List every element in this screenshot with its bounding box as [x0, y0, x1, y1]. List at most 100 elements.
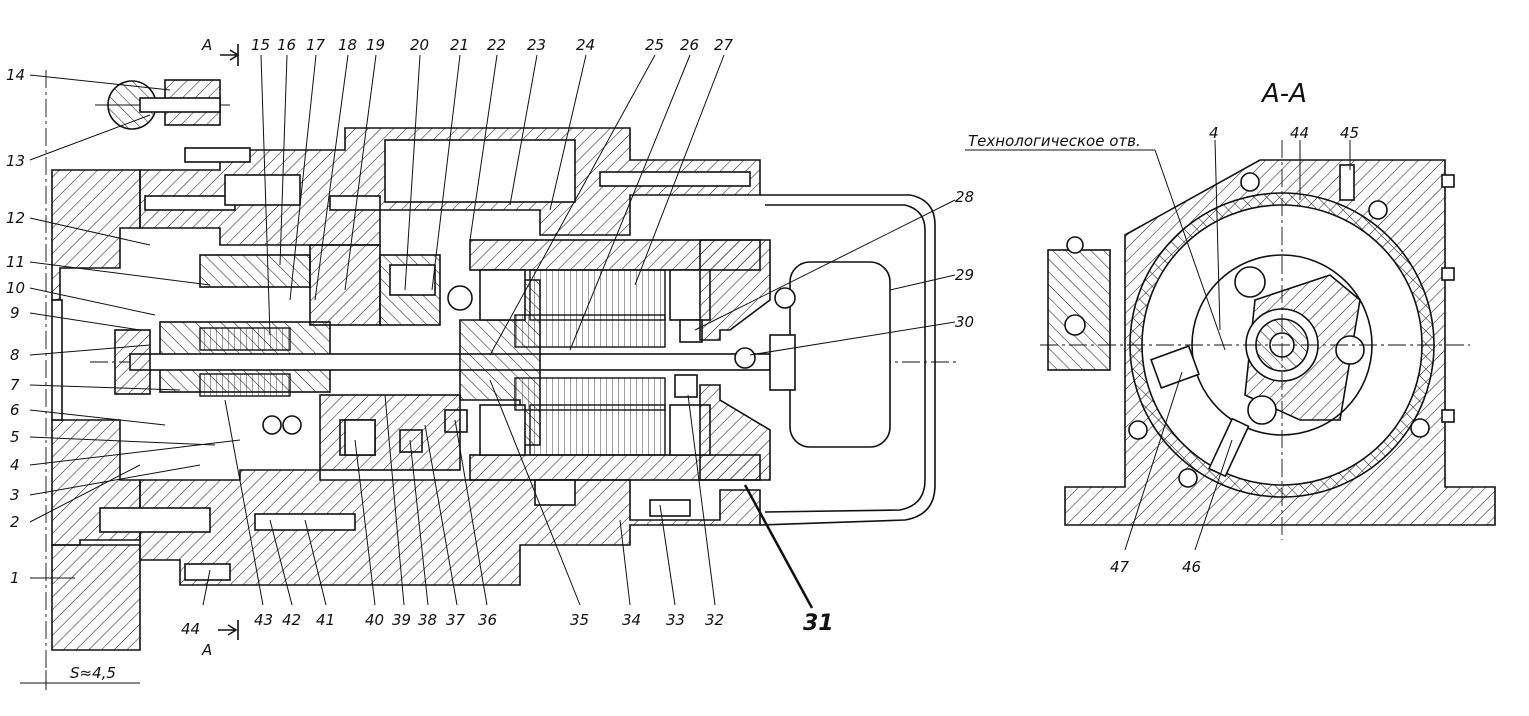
shaft-nut — [114, 329, 151, 395]
label-9: 9 — [10, 304, 20, 322]
pin-mid — [144, 195, 236, 211]
bolt-bottom-left — [99, 507, 211, 533]
fan-hub — [769, 334, 796, 391]
right-leaders — [694, 199, 956, 609]
bearing-upper-1 — [224, 174, 301, 206]
stator-upper — [529, 269, 666, 321]
section-label-47: 47 — [1110, 558, 1130, 576]
end-shield — [699, 239, 771, 341]
screw-right-1 — [1441, 174, 1455, 188]
left-leaders — [29, 74, 241, 579]
ball-lower-2 — [282, 415, 302, 435]
label-6: 6 — [10, 401, 20, 419]
lower-window — [534, 479, 576, 506]
top-leaders — [260, 54, 725, 356]
pin-right — [329, 195, 381, 211]
section-label-45: 45 — [1340, 124, 1359, 142]
label-39: 39 — [392, 611, 411, 629]
section-mark-top — [220, 44, 240, 66]
section-label-46: 46 — [1182, 558, 1201, 576]
bolt-bottom-right — [649, 499, 691, 517]
label-27: 27 — [714, 36, 734, 54]
nut-28 — [774, 287, 796, 309]
ball-lower-1 — [262, 415, 282, 435]
technological-hole-note: Технологическое отв. — [968, 132, 1141, 150]
part-47-block — [1150, 345, 1200, 389]
label-26: 26 — [680, 36, 699, 54]
ball-21 — [447, 285, 473, 311]
section-label-44: 44 — [1290, 124, 1309, 142]
label-38: 38 — [418, 611, 437, 629]
ring-upper — [309, 244, 381, 326]
label-42: 42 — [282, 611, 301, 629]
bearing-32 — [674, 374, 698, 398]
dimension-s: S≈4,5 — [70, 664, 116, 682]
end-shield-lower — [699, 384, 771, 481]
sleeve-lower — [319, 394, 461, 471]
rotor-lower — [514, 377, 666, 411]
label-37: 37 — [446, 611, 466, 629]
label-13: 13 — [6, 152, 25, 170]
label-41: 41 — [316, 611, 335, 629]
label-29: 29 — [955, 266, 974, 284]
pin-bottom — [184, 563, 231, 581]
gear-teeth-lower — [199, 373, 291, 397]
rotor-upper — [514, 314, 666, 348]
bolt-shank — [139, 97, 221, 113]
pin-top — [184, 147, 251, 163]
label-33: 33 — [666, 611, 685, 629]
label-7: 7 — [10, 376, 20, 394]
bearing-28 — [679, 319, 703, 343]
stator-lower — [529, 404, 666, 456]
longitudinal-section — [20, 44, 960, 690]
label-34: 34 — [622, 611, 641, 629]
coil-end-lower-left — [479, 404, 526, 456]
bolt-a — [1240, 172, 1260, 192]
label-23: 23 — [527, 36, 546, 54]
label-12: 12 — [6, 209, 25, 227]
bolt-b — [1368, 200, 1388, 220]
screw-right-3 — [1441, 409, 1455, 423]
nut-30 — [734, 347, 756, 369]
section-mark-bottom — [218, 620, 239, 640]
bottom-leaders — [202, 379, 716, 606]
screw-right-2 — [1441, 267, 1455, 281]
bearing-20 — [389, 264, 436, 296]
label-5: 5 — [10, 428, 20, 446]
label-3: 3 — [10, 486, 20, 504]
label-32: 32 — [705, 611, 724, 629]
label-15: 15 — [251, 36, 270, 54]
front-cap — [51, 299, 63, 421]
sleeve-lower-window — [344, 419, 376, 456]
label-22: 22 — [487, 36, 506, 54]
label-8: 8 — [10, 346, 20, 364]
label-11: 11 — [6, 253, 25, 271]
fan-29 — [789, 261, 891, 448]
bolt-c — [1128, 420, 1148, 440]
label-1: 1 — [10, 569, 20, 587]
bolt-d — [1178, 468, 1198, 488]
section-marker-bottom: А — [201, 641, 212, 659]
base-flange — [51, 169, 141, 301]
gear-teeth — [199, 327, 291, 351]
fan-cover — [759, 194, 936, 526]
part-1-foot — [51, 544, 141, 651]
label-44: 44 — [181, 620, 200, 638]
label-35: 35 — [570, 611, 589, 629]
labels: А А 15 16 17 18 19 20 21 22 23 24 25 26 … — [6, 36, 1359, 682]
label-14: 14 — [6, 66, 25, 84]
coil-end-upper-left — [479, 269, 526, 321]
hole-right — [1335, 335, 1365, 365]
label-19: 19 — [366, 36, 385, 54]
part-46-pin — [1207, 417, 1250, 478]
part-45-screw — [1339, 164, 1355, 201]
section-leaders — [965, 139, 1351, 551]
bracket-bolt-mid — [1064, 314, 1086, 336]
pin-screw-top — [599, 171, 751, 187]
hole-lower — [1247, 395, 1277, 425]
label-43: 43 — [254, 611, 273, 629]
bolt-e — [1410, 418, 1430, 438]
label-20: 20 — [410, 36, 429, 54]
label-24: 24 — [576, 36, 595, 54]
label-21: 21 — [450, 36, 469, 54]
